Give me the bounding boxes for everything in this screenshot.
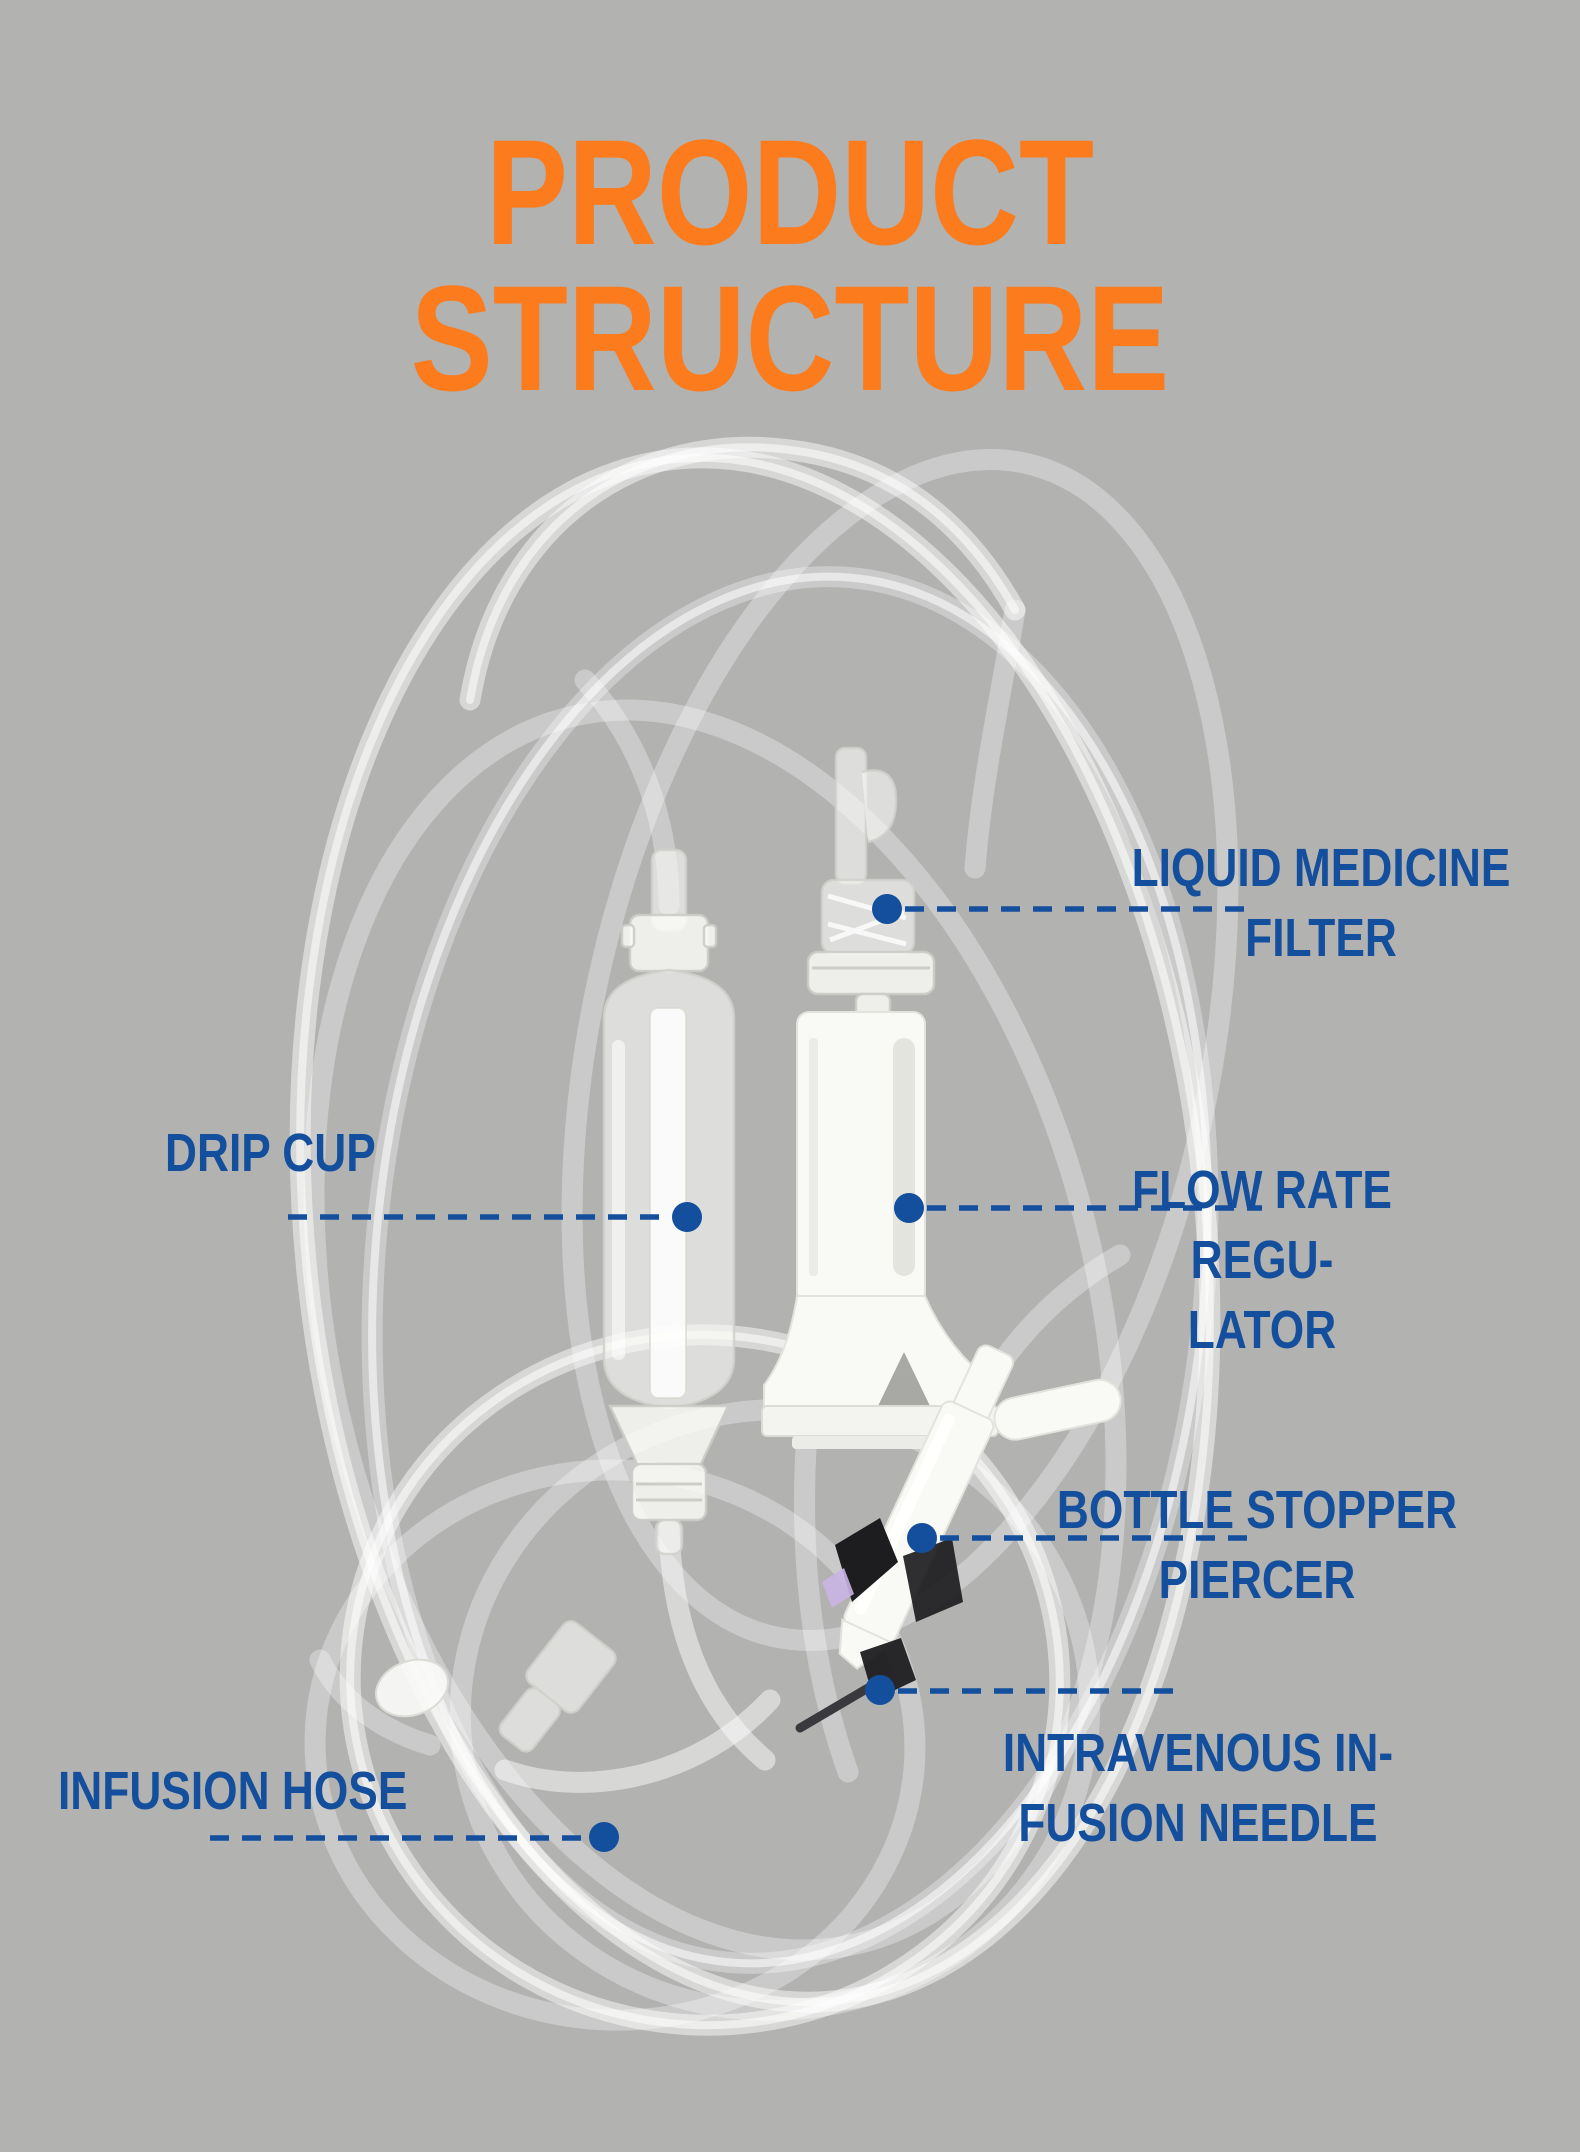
label-bottle-stopper-piercer: BOTTLE STOPPER PIERCER [1056,1480,1458,1611]
infusion-hose-coils [289,436,1239,2036]
needle-callout-dot [865,1675,895,1705]
flow-rate-regulator-part [761,1011,999,1449]
piercer-callout-dot [907,1523,937,1553]
page-title: PRODUCT STRUCTURE [142,108,1438,422]
callout-dots [589,894,937,1852]
injection-port-part [375,1620,617,1753]
page-title-line2: STRUCTURE [410,253,1170,422]
label-drip-cup: DRIP CUP [165,1123,376,1183]
label-liquid-medicine-filter: LIQUID MEDICINE FILTER [1131,838,1511,969]
label-intravenous-infusion-needle: INTRAVENOUS IN- FUSION NEEDLE [1002,1723,1394,1854]
page-title-line1: PRODUCT [485,108,1095,276]
label-flow-rate-regulator: FLOW RATE REGU- LATOR [1132,1160,1392,1361]
drip-cup-part [602,848,736,1556]
filter-callout-dot [872,894,902,924]
regulator-callout-dot [894,1193,924,1223]
callout-lines [210,906,1262,1841]
drip-cup-callout-dot [672,1202,702,1232]
label-infusion-hose: INFUSION HOSE [58,1761,408,1821]
hose-callout-dot [589,1822,619,1852]
